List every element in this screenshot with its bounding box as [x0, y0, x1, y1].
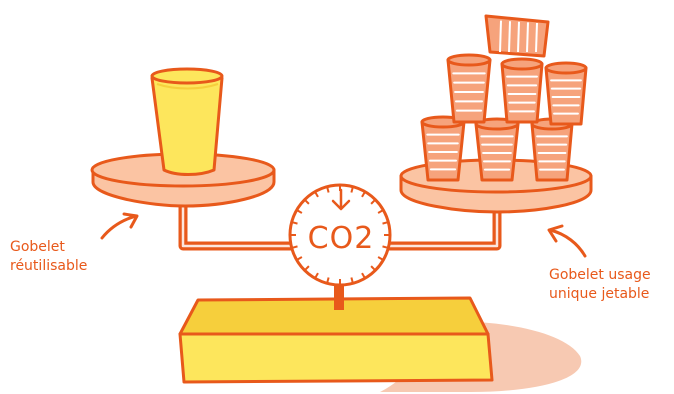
gauge-tick	[327, 278, 328, 283]
gauge-tick	[351, 188, 352, 193]
disposable-cup-caption: Gobelet usage unique jetable	[549, 266, 651, 304]
reusable-cup-caption: Gobelet réutilisable	[10, 238, 87, 276]
gauge-tick	[351, 278, 352, 283]
disposable-cup	[502, 59, 542, 122]
disposable-cup	[448, 55, 490, 122]
disposable-cup	[476, 119, 518, 180]
caption-left-line-2: réutilisable	[10, 257, 87, 276]
gauge-tick	[383, 246, 388, 247]
disposable-cup	[546, 63, 586, 124]
disposable-cup	[532, 119, 572, 180]
disposable-cups-stack	[422, 16, 586, 180]
co2-gauge: CO2	[290, 185, 390, 285]
caption-left-line-1: Gobelet	[10, 238, 87, 257]
gauge-tick	[293, 246, 298, 247]
reusable-cup	[152, 69, 222, 175]
right-caption-arrow-icon	[550, 230, 585, 256]
scale-base	[180, 298, 492, 382]
disposable-cup	[422, 117, 464, 180]
caption-right-line-2: unique jetable	[549, 285, 651, 304]
gauge-tick	[293, 222, 298, 223]
caption-right-line-1: Gobelet usage	[549, 266, 651, 285]
gauge-tick	[327, 188, 328, 193]
disposable-cup-tipped	[486, 16, 548, 56]
co2-label: CO2	[308, 221, 375, 256]
gauge-tick	[383, 222, 388, 223]
